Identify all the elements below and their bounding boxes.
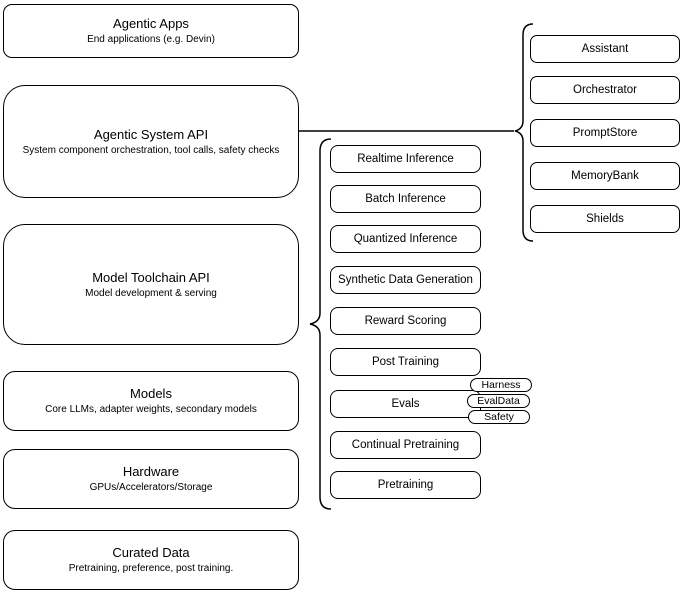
- node-synthetic-data-generation: Synthetic Data Generation: [330, 266, 481, 294]
- node-label: Orchestrator: [573, 84, 637, 96]
- node-subtitle: GPUs/Accelerators/Storage: [89, 482, 213, 493]
- node-label: Shields: [586, 213, 624, 225]
- node-models: Models Core LLMs, adapter weights, secon…: [3, 371, 299, 431]
- node-subtitle: System component orchestration, tool cal…: [22, 144, 280, 156]
- node-label: PromptStore: [572, 127, 638, 139]
- node-model-toolchain-api: Model Toolchain API Model development & …: [3, 224, 299, 345]
- tag-evaldata: EvalData: [467, 394, 530, 408]
- tag-label: Harness: [481, 379, 521, 391]
- node-label: Pretraining: [377, 479, 434, 491]
- node-agentic-system-api: Agentic System API System component orch…: [3, 85, 299, 198]
- node-label: Realtime Inference: [357, 153, 454, 165]
- node-label: MemoryBank: [571, 170, 639, 182]
- node-continual-pretraining: Continual Pretraining: [330, 431, 481, 459]
- node-label: Evals: [391, 398, 420, 410]
- node-subtitle: End applications (e.g. Devin): [87, 34, 215, 45]
- node-label: Quantized Inference: [353, 233, 458, 245]
- node-shields: Shields: [530, 205, 680, 233]
- node-title: Models: [130, 386, 172, 401]
- node-title: Hardware: [122, 464, 180, 479]
- node-pretraining: Pretraining: [330, 471, 481, 499]
- node-title: Model Toolchain API: [92, 269, 210, 285]
- node-title: Agentic System API: [93, 126, 209, 142]
- node-batch-inference: Batch Inference: [330, 185, 481, 213]
- node-label: Post Training: [371, 356, 440, 368]
- node-label: Batch Inference: [365, 193, 446, 205]
- node-label: Continual Pretraining: [351, 439, 460, 451]
- node-label: Synthetic Data Generation: [338, 274, 473, 286]
- node-label: Assistant: [581, 43, 629, 55]
- node-subtitle: Pretraining, preference, post training.: [68, 563, 234, 574]
- node-hardware: Hardware GPUs/Accelerators/Storage: [3, 449, 299, 509]
- tag-label: EvalData: [477, 395, 520, 407]
- node-subtitle: Core LLMs, adapter weights, secondary mo…: [45, 404, 257, 415]
- node-orchestrator: Orchestrator: [530, 76, 680, 104]
- node-curated-data: Curated Data Pretraining, preference, po…: [3, 530, 299, 590]
- node-promptstore: PromptStore: [530, 119, 680, 147]
- node-subtitle: Model development & serving: [85, 287, 217, 299]
- node-title: Agentic Apps: [113, 16, 189, 31]
- node-assistant: Assistant: [530, 35, 680, 63]
- tag-safety: Safety: [468, 410, 530, 424]
- tag-label: Safety: [484, 411, 514, 423]
- node-agentic-apps: Agentic Apps End applications (e.g. Devi…: [3, 4, 299, 58]
- node-reward-scoring: Reward Scoring: [330, 307, 481, 335]
- node-label: Reward Scoring: [364, 315, 447, 327]
- node-realtime-inference: Realtime Inference: [330, 145, 481, 173]
- node-memorybank: MemoryBank: [530, 162, 680, 190]
- toolchain-brace: [309, 138, 332, 510]
- node-post-training: Post Training: [330, 348, 481, 376]
- node-evals: Evals: [330, 390, 481, 418]
- node-title: Curated Data: [112, 545, 190, 560]
- tag-harness: Harness: [470, 378, 532, 392]
- node-quantized-inference: Quantized Inference: [330, 225, 481, 253]
